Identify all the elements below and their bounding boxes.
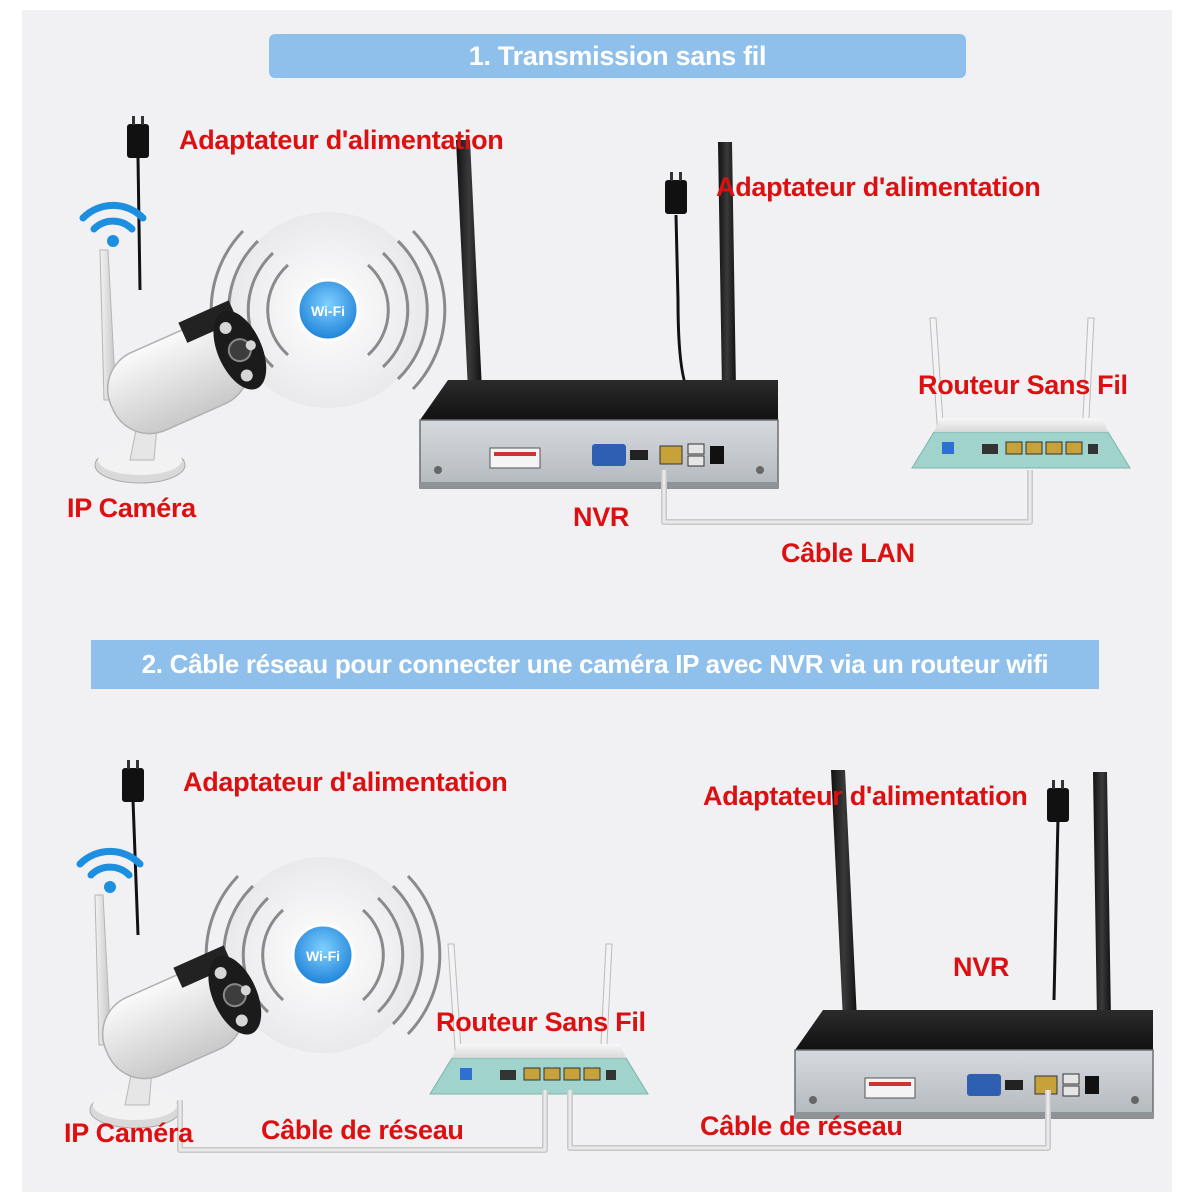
lan-cable-label: Câble LAN <box>781 538 915 568</box>
router-label: Routeur Sans Fil <box>436 1007 646 1037</box>
power-adapter-icon <box>665 172 687 214</box>
wifi-badge-text: Wi-Fi <box>311 303 345 319</box>
nvr-label: NVR <box>573 502 630 532</box>
network-cable-label-left: Câble de réseau <box>261 1115 464 1145</box>
wifi-icon <box>80 851 140 893</box>
power-adapter-icon <box>1047 780 1069 822</box>
section-2-title: 2. Câble réseau pour connecter une camér… <box>91 640 1099 689</box>
camera-label: IP Caméra <box>64 1118 193 1148</box>
wifi-icon <box>83 205 143 247</box>
section-1-title: 1. Transmission sans fil <box>269 34 966 78</box>
nvr-power-adapter-label: Adaptateur d'alimentation <box>716 172 1041 202</box>
power-adapter-icon <box>122 760 144 802</box>
router-label: Routeur Sans Fil <box>918 370 1128 400</box>
nvr-power-adapter-label: Adaptateur d'alimentation <box>703 781 1028 811</box>
wifi-badge-text: Wi-Fi <box>306 948 340 964</box>
nvr-label: NVR <box>953 952 1010 982</box>
section-2-artwork <box>80 760 1154 1153</box>
network-cable-label-right: Câble de réseau <box>700 1111 903 1141</box>
camera-power-adapter-label: Adaptateur d'alimentation <box>179 125 504 155</box>
section-1-artwork <box>83 116 1131 525</box>
camera-power-adapter-label: Adaptateur d'alimentation <box>183 767 508 797</box>
power-adapter-icon <box>127 116 149 158</box>
nvr-device-icon <box>794 769 1154 1119</box>
camera-label: IP Caméra <box>67 493 196 523</box>
